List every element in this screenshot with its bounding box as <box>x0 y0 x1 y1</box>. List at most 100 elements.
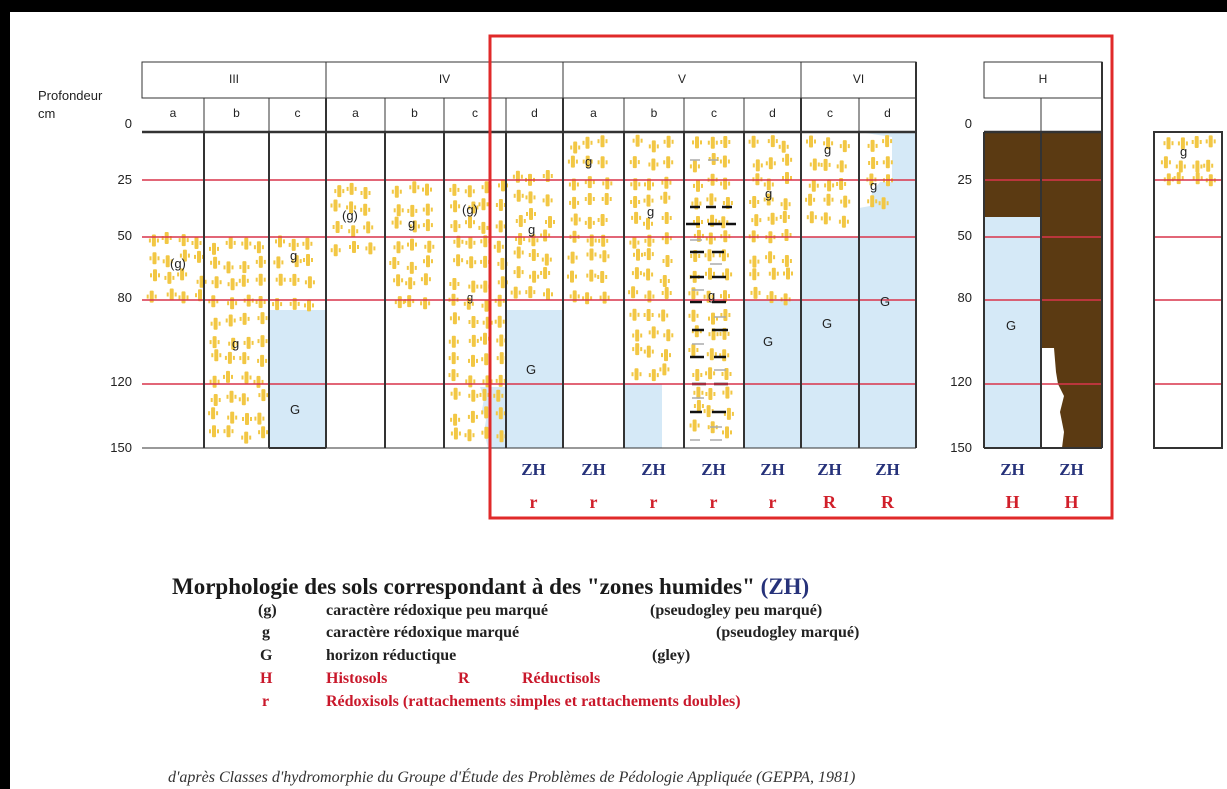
group-header-III: III <box>228 72 239 86</box>
mottle-mark <box>194 250 204 263</box>
legend-symbol-H: H <box>260 670 273 687</box>
mottle-mark <box>569 196 580 209</box>
mottle-mark <box>363 221 374 234</box>
mottle-mark <box>209 375 220 388</box>
legend-text-redoxisols: Rédoxisols (rattachements simples et rat… <box>326 693 741 710</box>
mottle-mark <box>689 160 700 173</box>
zh-label-6: ZH <box>817 460 842 479</box>
mottle-mark <box>661 349 671 362</box>
mottle-mark <box>749 268 760 281</box>
mottle-mark <box>393 204 404 217</box>
mottle-mark <box>254 412 265 425</box>
mottle-mark <box>629 156 640 169</box>
mottle-mark <box>404 295 415 308</box>
mottle-mark <box>749 196 760 208</box>
mottle-mark <box>210 256 221 269</box>
mottle-mark <box>525 191 536 204</box>
mottle-mark <box>223 370 233 383</box>
mottle-mark <box>597 156 608 169</box>
mottle-mark <box>752 159 763 172</box>
mottle-mark <box>389 257 400 269</box>
mottle-mark <box>257 312 268 325</box>
subcol-VI-d: d <box>884 106 891 120</box>
mottle-mark <box>648 369 659 382</box>
mottle-mark <box>209 336 220 349</box>
h-depth-tick-50: 50 <box>957 228 972 243</box>
mottle-mark <box>465 216 475 229</box>
mottle-mark <box>629 236 640 249</box>
class-label-6: R <box>823 492 836 512</box>
mottle-mark <box>303 254 313 266</box>
label-VI-c-top: g <box>824 142 832 157</box>
mottle-mark <box>628 286 639 299</box>
depth-axis-unit: cm <box>38 106 56 121</box>
mottle-mark <box>510 286 521 299</box>
group-header-V: V <box>677 72 686 86</box>
class-label-5: r <box>768 492 777 512</box>
depth-tick-25: 25 <box>117 172 132 187</box>
mottle-mark <box>448 369 459 382</box>
class-label-8: H <box>1005 492 1020 512</box>
mottle-mark <box>346 182 357 195</box>
mottle-mark <box>526 208 536 220</box>
legend-text-g-paren: caractère rédoxique peu marqué <box>326 602 549 619</box>
mottle-mark <box>494 315 505 328</box>
mottle-mark <box>780 198 791 211</box>
mottle-mark <box>493 240 504 253</box>
mottle-mark <box>661 212 672 224</box>
mottle-mark <box>211 276 222 289</box>
mottle-mark <box>540 229 551 242</box>
mottle-mark <box>393 241 404 254</box>
source-citation: d'après Classes d'hydromorphie du Groupe… <box>168 769 856 786</box>
mottle-mark <box>224 351 235 364</box>
mottle-mark <box>1192 160 1203 173</box>
mottle-mark <box>597 214 608 226</box>
mottle-mark <box>494 294 505 307</box>
mottle-mark <box>449 278 460 290</box>
mottle-mark <box>1192 172 1203 185</box>
mottle-mark <box>365 242 376 255</box>
mottle-mark <box>209 242 219 255</box>
mottle-mark <box>468 389 479 402</box>
h-depth-tick-120: 120 <box>950 374 972 389</box>
mottle-mark <box>405 277 416 290</box>
subcol-V-b: b <box>650 106 658 120</box>
mottle-mark <box>693 386 704 399</box>
mottle-mark <box>570 213 581 226</box>
group-header-VI: VI <box>852 72 865 86</box>
mottle-mark <box>422 219 433 232</box>
mottle-mark <box>661 176 672 189</box>
mottle-mark <box>253 241 264 254</box>
label-IV-c-bottom: g <box>467 292 474 304</box>
mottle-mark <box>806 211 817 224</box>
figure-title: Morphologie des sols correspondant à des… <box>172 574 809 600</box>
mottle-mark <box>543 288 553 301</box>
zh-label-2: ZH <box>581 460 606 479</box>
subcol-III-c: c <box>294 106 301 120</box>
gley-stripes <box>686 205 736 414</box>
mottle-mark <box>722 268 733 281</box>
label-H-a: G <box>1006 318 1017 333</box>
mottle-mark <box>227 278 238 291</box>
mottle-mark <box>631 267 642 280</box>
mottle-mark <box>465 236 476 249</box>
mottle-mark <box>394 296 405 309</box>
mottle-mark <box>688 344 699 356</box>
mottle-mark <box>584 193 595 205</box>
legend-symbol-G: G <box>260 647 273 664</box>
mottle-mark <box>597 135 608 148</box>
mottle-mark <box>512 170 523 183</box>
mottle-mark <box>809 158 820 171</box>
mottle-mark <box>496 334 507 347</box>
mottle-mark <box>406 261 417 274</box>
mottle-mark <box>393 274 404 287</box>
subcol-III-a: a <box>169 106 177 120</box>
h-depth-tick-80: 80 <box>957 290 972 305</box>
mottle-mark <box>289 273 300 286</box>
mottle-mark <box>586 248 597 261</box>
mottle-mark <box>164 271 175 284</box>
mottle-mark <box>257 354 268 367</box>
mottle-mark <box>720 136 731 148</box>
legend-symbol-r: r <box>262 693 270 710</box>
mottle-mark <box>584 176 595 189</box>
